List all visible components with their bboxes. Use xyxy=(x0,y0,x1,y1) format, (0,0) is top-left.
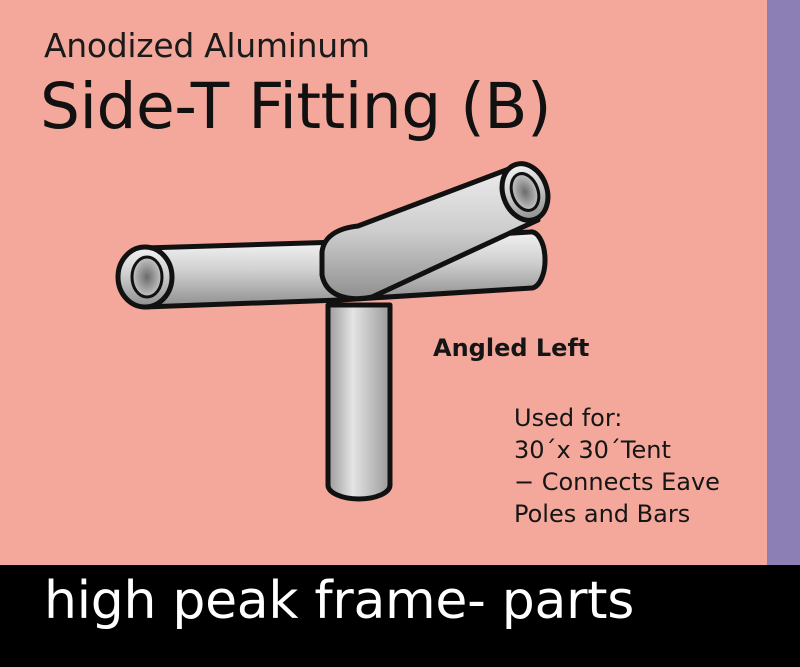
side-t-fitting-icon xyxy=(115,161,551,502)
variant-label: Angled Left xyxy=(433,334,590,362)
side-stripe xyxy=(767,0,800,565)
usage-heading: Used for: xyxy=(514,404,623,432)
usage-line-tent: 30´x 30´Tent xyxy=(514,436,671,464)
usage-notes: Used for: 30´x 30´Tent − Connects Eave P… xyxy=(514,402,764,530)
usage-line-connects: − Connects Eave xyxy=(514,468,720,496)
product-subtitle: Anodized Aluminum xyxy=(44,26,370,65)
usage-line-poles: Poles and Bars xyxy=(514,500,691,528)
product-title: Side-T Fitting (B) xyxy=(40,70,552,143)
footer-banner: high peak frame- parts xyxy=(0,565,800,667)
footer-text: high peak frame- parts xyxy=(44,571,635,631)
